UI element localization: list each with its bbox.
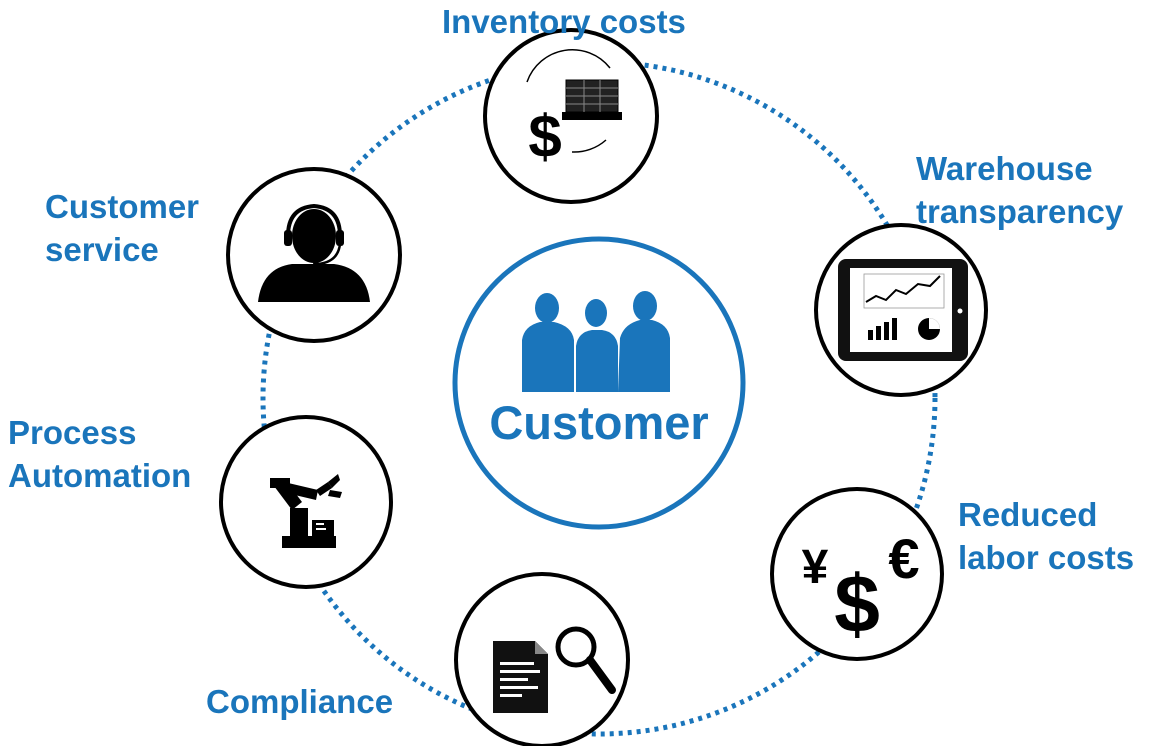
label-line: Warehouse <box>916 150 1093 187</box>
tablet-chart-icon <box>838 259 968 361</box>
center-node <box>452 236 746 530</box>
yen-glyph: ¥ <box>802 541 829 594</box>
center-label: Customer <box>489 396 709 449</box>
people-group-icon <box>522 291 670 392</box>
node-reduced-labor-costs: ¥ $ € <box>770 487 944 661</box>
euro-glyph: € <box>888 527 919 590</box>
label-line: service <box>45 231 159 268</box>
label-line: transparency <box>916 193 1124 230</box>
label-inventory-costs: Inventory costs <box>442 0 686 43</box>
label-line: Compliance <box>206 683 394 720</box>
label-line: Process <box>8 414 137 451</box>
label-line: Customer <box>45 188 200 225</box>
label-process-automation: Process Automation <box>8 411 191 497</box>
node-warehouse-transparency <box>814 223 988 397</box>
node-inventory-costs: $ <box>483 28 659 204</box>
dollar-glyph: $ <box>528 103 561 170</box>
label-line: Reduced <box>958 496 1098 533</box>
label-line: labor costs <box>958 539 1135 576</box>
node-compliance <box>454 572 630 746</box>
label-reduced-labor-costs: Reduced labor costs <box>958 493 1134 579</box>
label-customer-service: Customer service <box>45 185 199 271</box>
label-line: Inventory costs <box>442 3 686 40</box>
label-compliance: Compliance <box>206 680 393 723</box>
node-customer-service <box>226 167 402 343</box>
currency-symbols-icon: ¥ $ € <box>802 527 920 650</box>
headset-agent-icon <box>258 203 370 302</box>
dollar-pallet-icon: $ <box>526 49 622 170</box>
dollar-glyph: $ <box>834 559 880 650</box>
label-line: Automation <box>8 457 192 494</box>
document-magnifier-icon <box>493 626 616 713</box>
dotted-ring <box>260 59 938 737</box>
node-process-automation <box>219 415 393 589</box>
robot-arm-icon <box>270 474 342 548</box>
label-warehouse-transparency: Warehouse transparency <box>916 147 1123 233</box>
